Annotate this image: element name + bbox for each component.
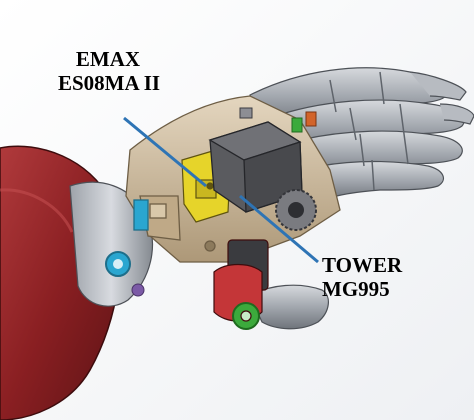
emax-servo-label: EMAX ES08MA II [58,47,161,95]
pointer-line-emax [123,116,207,188]
fingers [249,67,474,330]
emax-label-line2: ES08MA II [58,71,161,95]
emax-label-line1: EMAX [75,47,141,71]
thumb-mechanism [213,239,269,330]
mechanism-accents [239,107,317,133]
pointer-line-tower [239,194,319,264]
tower-label-line2: MG995 [322,277,390,301]
tower-label-line1: TOWER [322,253,403,277]
gear [275,189,317,231]
wrist-joint [69,181,153,307]
tower-servo-label: TOWER MG995 [322,253,402,301]
